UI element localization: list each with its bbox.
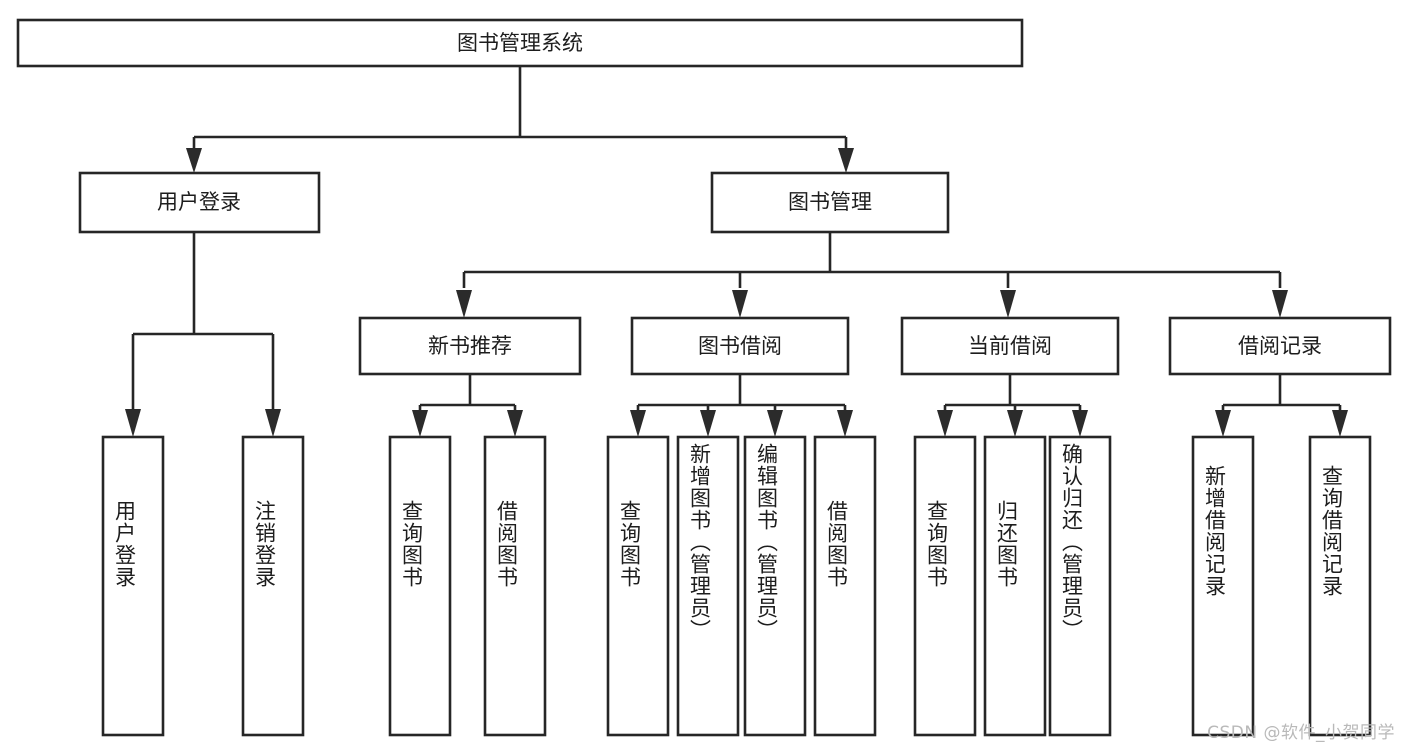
connector-userlogin-to-leaves xyxy=(125,232,281,437)
connector-bookborrow-to-leaves xyxy=(630,374,853,437)
arrow-to-leaf-return-book xyxy=(1007,410,1023,437)
arrow-to-borrow-record xyxy=(1272,290,1288,318)
node-new-book-recommend-label: 新书推荐 xyxy=(428,334,512,358)
node-borrow-record[interactable]: 借阅记录 xyxy=(1168,316,1392,376)
node-leaf-borrow-book-2[interactable] xyxy=(813,435,877,737)
connector-currentborrow-to-leaves xyxy=(937,374,1088,437)
arrow-to-user-login xyxy=(186,148,202,173)
arrow-to-leaf-logout xyxy=(265,409,281,437)
arrow-to-current-borrow xyxy=(1000,290,1016,318)
node-leaf-query-book-2[interactable] xyxy=(606,435,670,737)
node-leaf-logout[interactable] xyxy=(241,435,305,737)
node-user-login-label: 用户登录 xyxy=(157,190,241,214)
arrow-to-book-manage xyxy=(838,148,854,173)
csdn-watermark: CSDN @软件_小贺同学 xyxy=(1207,723,1395,743)
node-new-book-recommend[interactable]: 新书推荐 xyxy=(358,316,582,376)
node-book-manage-label: 图书管理 xyxy=(788,190,872,214)
node-leaf-query-book-1[interactable] xyxy=(388,435,452,737)
connector-borrowrecord-to-leaves xyxy=(1215,374,1348,437)
connector-root-to-level1 xyxy=(186,66,854,173)
node-leaf-edit-book[interactable] xyxy=(743,435,807,737)
node-leaf-add-record[interactable] xyxy=(1191,435,1255,737)
arrow-to-leaf-query-book-2 xyxy=(630,410,646,437)
arrow-to-leaf-add-book xyxy=(700,410,716,437)
node-book-borrow-label: 图书借阅 xyxy=(698,334,782,358)
connector-newbook-to-leaves xyxy=(412,374,523,437)
node-current-borrow[interactable]: 当前借阅 xyxy=(900,316,1120,376)
node-borrow-record-label: 借阅记录 xyxy=(1238,334,1322,358)
node-leaf-add-book[interactable] xyxy=(676,435,740,737)
arrow-to-leaf-query-book-1 xyxy=(412,410,428,437)
node-leaf-return-book[interactable] xyxy=(983,435,1047,737)
node-leaf-query-record[interactable] xyxy=(1308,435,1372,737)
node-book-borrow[interactable]: 图书借阅 xyxy=(630,316,850,376)
arrow-to-new-book-recommend xyxy=(456,290,472,318)
arrow-to-leaf-user-login xyxy=(125,409,141,437)
arrow-to-leaf-query-book-3 xyxy=(937,410,953,437)
node-current-borrow-label: 当前借阅 xyxy=(968,334,1052,358)
node-leaf-query-book-3[interactable] xyxy=(913,435,977,737)
arrow-to-leaf-add-record xyxy=(1215,410,1231,437)
arrow-to-book-borrow xyxy=(732,290,748,318)
node-leaf-confirm-return[interactable] xyxy=(1048,435,1112,737)
node-user-login[interactable]: 用户登录 xyxy=(78,171,321,234)
node-root-label: 图书管理系统 xyxy=(457,31,583,55)
arrow-to-leaf-borrow-book-1 xyxy=(507,410,523,437)
node-leaf-borrow-book-1[interactable] xyxy=(483,435,547,737)
arrow-to-leaf-confirm-return xyxy=(1072,410,1088,437)
node-book-manage[interactable]: 图书管理 xyxy=(710,171,950,234)
arrow-to-leaf-query-record xyxy=(1332,410,1348,437)
arrow-to-leaf-borrow-book-2 xyxy=(837,410,853,437)
connector-bookmanage-to-level2 xyxy=(456,232,1288,318)
arrow-to-leaf-edit-book xyxy=(767,410,783,437)
node-root[interactable]: 图书管理系统 xyxy=(16,18,1024,68)
node-leaf-user-login[interactable] xyxy=(101,435,165,737)
